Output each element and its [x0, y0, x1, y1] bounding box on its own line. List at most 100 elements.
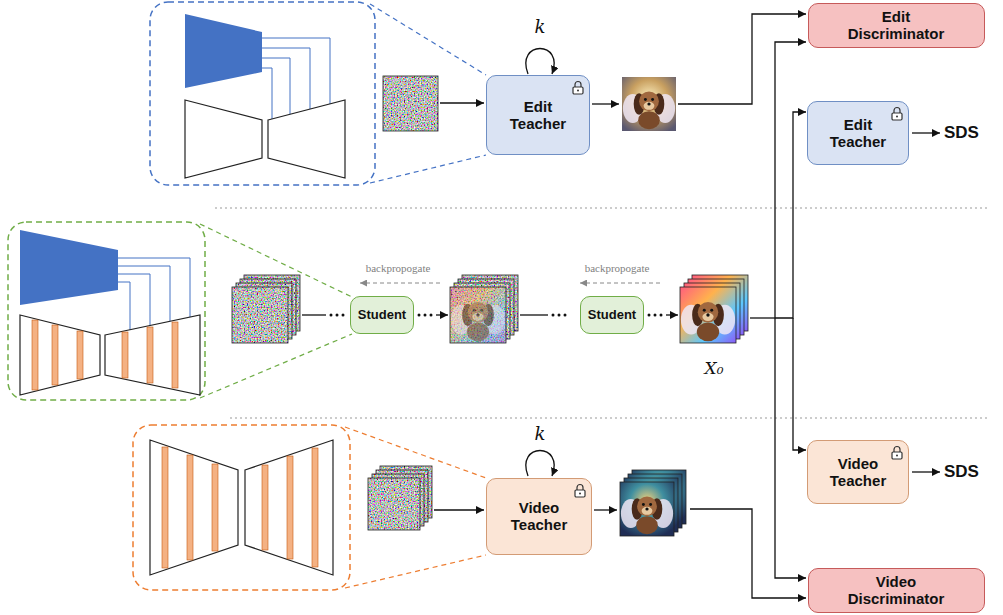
flow-arrow: [440, 102, 484, 103]
flow-arrow: [520, 314, 548, 315]
ellipsis-dots: [424, 314, 427, 317]
edit-teacher-architecture: [370, 4, 486, 75]
edit-teacher-architecture: [370, 155, 486, 183]
ellipsis-dots: [660, 314, 663, 317]
noise-image: [383, 76, 438, 131]
separator-line: [230, 418, 990, 419]
edit-output-image: [623, 91, 675, 129]
flow-arrow: [912, 471, 940, 472]
noisy-video-stack: [450, 287, 506, 343]
ellipsis-dots: [552, 314, 555, 317]
student-architecture: [32, 320, 178, 390]
lock-icon: [577, 484, 583, 490]
teacher-box: Edit Teacher: [807, 101, 909, 165]
noisy-video-stack: [450, 287, 506, 343]
flow-arrow: [690, 509, 806, 598]
lock-icon: [575, 490, 585, 497]
ellipsis-dots: [330, 314, 333, 317]
lock-icon: [572, 80, 584, 95]
lock-icon: [896, 455, 898, 457]
student-box: Student: [350, 296, 414, 334]
edit-teacher-architecture: [150, 2, 486, 185]
flow-arrow: [434, 509, 484, 510]
edit-teacher-architecture: [262, 58, 290, 114]
lock-icon: [891, 106, 903, 121]
node-label: Student: [588, 308, 636, 323]
lock-icon: [579, 492, 581, 494]
student-architecture: [118, 282, 130, 330]
student-architecture: [52, 325, 58, 385]
flow-arrow: [912, 132, 940, 133]
edit-teacher-architecture: [185, 14, 262, 88]
flow-arrow: [775, 318, 806, 578]
noise-image: [383, 76, 438, 131]
node-label: Edit Teacher: [830, 116, 886, 151]
flow-arrow: [793, 318, 806, 450]
flow-arrow: [302, 14, 940, 598]
flow-arrow: [592, 103, 619, 104]
lock-icon: [891, 445, 903, 460]
node-label: Edit Discriminator: [848, 8, 945, 43]
lock-icon: [575, 82, 581, 88]
iteration-label: k: [535, 16, 546, 37]
noisy-video-stack: [450, 275, 518, 343]
flow-arrow: [436, 314, 448, 315]
flow-arrow: [775, 112, 806, 318]
edit-teacher-architecture: [268, 100, 345, 178]
backprop-arrow: [580, 283, 660, 284]
noise-video-stack: [368, 466, 432, 530]
noisy-video-stack: [450, 287, 506, 343]
video-teacher-architecture: [212, 464, 218, 551]
video-teacher-architecture: [262, 465, 268, 550]
backprop-label: backpropogate: [585, 262, 650, 274]
backprop-arrow: [360, 283, 660, 284]
output-label: X₀: [705, 358, 724, 378]
video-teacher-architecture: [150, 440, 238, 575]
student-architecture: [147, 327, 153, 383]
lock-icon: [573, 87, 583, 94]
node-label: Edit Teacher: [510, 98, 566, 133]
backprop-arrow: [360, 283, 440, 284]
node-label: Student: [358, 308, 406, 323]
ellipsis-dots: [648, 314, 651, 317]
teacher-box: Video Teacher: [486, 478, 592, 555]
edit-output-image: [622, 77, 676, 131]
iteration-label: k: [535, 423, 546, 444]
student-architecture: [20, 315, 100, 395]
edit-teacher-architecture: [150, 2, 375, 185]
edit-output-image: [622, 77, 676, 131]
lock-icon: [892, 113, 902, 120]
lock-icon: [892, 452, 902, 459]
loss-label: SDS: [944, 123, 979, 143]
video-teacher-output-stack: [620, 482, 674, 536]
flow-arrow: [302, 314, 326, 315]
video-teacher-architecture: [245, 440, 333, 575]
student-architecture: [122, 332, 128, 378]
flow-arrow: [526, 49, 554, 75]
student-architecture: [200, 334, 352, 398]
edit-teacher-architecture: [262, 68, 272, 119]
noisy-video-stack: [451, 302, 505, 341]
noise-image: [383, 76, 438, 131]
flow-arrow: [594, 509, 617, 510]
discriminator-box: Edit Discriminator: [808, 3, 985, 48]
teacher-box: Video Teacher: [807, 440, 909, 504]
noise-video-stack: [232, 275, 300, 343]
discriminator-box: Video Discriminator: [808, 568, 985, 613]
ellipsis-dots: [418, 314, 421, 317]
separator-line: [215, 208, 990, 418]
flow-arrow: [750, 317, 775, 318]
flow-arrow: [526, 451, 554, 477]
video-teacher-architecture: [162, 447, 168, 568]
ellipsis-dots: [342, 314, 345, 317]
student-architecture: [77, 331, 83, 379]
ellipsis-dots: [564, 314, 567, 317]
flow-arrow: [678, 14, 806, 104]
output-video-stack: [681, 302, 735, 341]
edit-teacher-architecture: [185, 100, 262, 178]
teacher-box: Edit Teacher: [486, 75, 590, 155]
lock-icon: [577, 90, 579, 92]
node-label: Video Discriminator: [848, 573, 945, 608]
video-teacher-architecture: [162, 447, 318, 568]
